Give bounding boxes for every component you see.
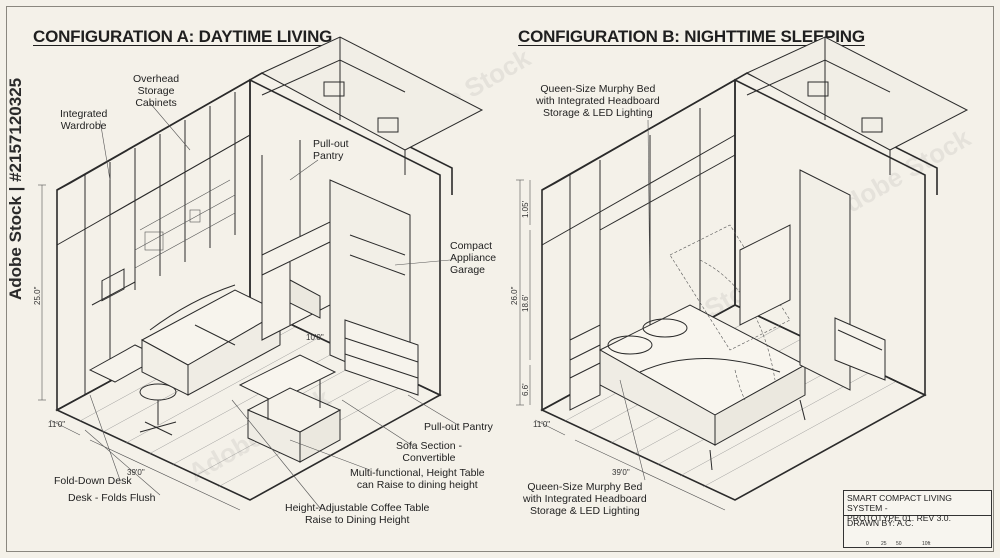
label-coffee-table: Height-Adjustable Coffee Table Raise to … bbox=[285, 502, 430, 526]
label-integrated-wardrobe: Integrated Wardrobe bbox=[60, 108, 108, 132]
config-b-dimensions bbox=[516, 179, 726, 511]
config-a-leader-lines bbox=[84, 102, 459, 509]
config-b-title: CONFIGURATION B: NIGHTTIME SLEEPING bbox=[518, 27, 865, 46]
dim-b-front-width: 39'0" bbox=[612, 468, 630, 477]
title-block: SMART COMPACT LIVING SYSTEM - PROTOTYPE … bbox=[843, 490, 992, 548]
label-murphy-bed-top: Queen-Size Murphy Bed with Integrated He… bbox=[536, 83, 660, 119]
dim-b-mid-seg: 18.6' bbox=[521, 294, 530, 312]
title-block-line1: SMART COMPACT LIVING SYSTEM - bbox=[847, 493, 952, 513]
dim-b-left-depth: 11'0" bbox=[533, 420, 551, 429]
dim-a-inner: 10'0" bbox=[306, 333, 324, 342]
dim-b-low-seg: 6.6' bbox=[521, 383, 530, 396]
config-a-title: CONFIGURATION A: DAYTIME LIVING bbox=[33, 27, 333, 46]
dim-a-front-width: 39'0" bbox=[127, 468, 145, 477]
dim-a-left-depth: 11'0" bbox=[48, 420, 66, 429]
config-b-room bbox=[540, 36, 969, 501]
title-block-line2: PROTOTYPE 01. REV 3.0. bbox=[847, 513, 951, 523]
scale-tick: 0 bbox=[866, 541, 869, 547]
label-overhead-storage: Overhead Storage Cabinets bbox=[133, 73, 180, 109]
title-block-drawn-by: DRAWN BY: A.C. bbox=[847, 518, 914, 528]
label-desk-folds-flush: Desk - Folds Flush bbox=[68, 492, 156, 504]
label-pullout-pantry-top: Pull-out Pantry bbox=[313, 138, 349, 162]
label-murphy-bed-bottom: Queen-Size Murphy Bed with Integrated He… bbox=[523, 481, 647, 517]
label-compact-appliance: Compact Appliance Garage bbox=[450, 240, 497, 276]
label-multifunctional-table: Multi-functional, Height Table can Raise… bbox=[350, 467, 485, 491]
dim-b-height: 26.0" bbox=[510, 286, 519, 305]
dim-b-top-seg: 1.05' bbox=[521, 200, 530, 218]
config-a-dimensions bbox=[38, 184, 241, 511]
label-pullout-pantry-bottom: Pull-out Pantry bbox=[424, 421, 493, 433]
label-fold-down-desk: Fold-Down Desk bbox=[54, 475, 132, 487]
config-a-room bbox=[55, 36, 484, 501]
scale-tick: 50 bbox=[896, 541, 902, 547]
dim-a-height: 25.0" bbox=[33, 286, 42, 305]
scale-tick: 10ft bbox=[922, 541, 931, 547]
scale-tick: 25 bbox=[881, 541, 887, 547]
drawing-frame bbox=[6, 6, 994, 552]
label-sofa-section: Sofa Section - Convertible bbox=[396, 440, 462, 464]
config-b-leader-lines bbox=[619, 119, 651, 481]
title-block-project: SMART COMPACT LIVING SYSTEM - PROTOTYPE … bbox=[844, 491, 991, 523]
